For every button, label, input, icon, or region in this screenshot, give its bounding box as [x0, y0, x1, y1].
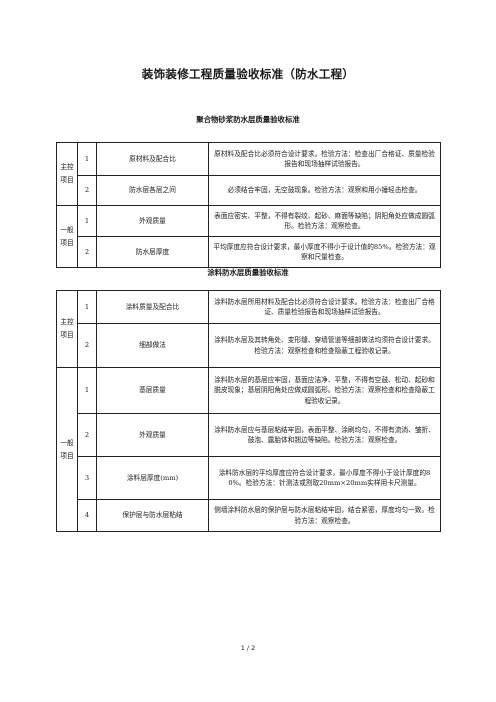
table-row: 2 外观质量 涂料防水层应与基层粘结牢固，表面平整、涂刷均匀，不得有流淌、皱折、… — [57, 413, 441, 457]
item-name: 防水层厚度 — [96, 236, 209, 268]
requirement-text: 必须结合牢固，无空鼓现象。检验方法：观察和用小锤轻击检查。 — [208, 175, 441, 206]
row-number: 1 — [77, 367, 97, 414]
item-name: 保护层与防水层粘结 — [96, 499, 209, 532]
row-number: 1 — [77, 205, 97, 237]
requirement-text: 涂料防水层的基层应牢固，基面应洁净、平整，不得有空鼓、松动、起砂和脱皮现象；基层… — [208, 367, 441, 414]
section-heading-polymer-mortar: 聚合物砂浆防水层质量验收标准 — [196, 115, 300, 124]
row-number: 1 — [77, 290, 97, 324]
requirement-text: 平均厚度应符合设计要求，最小厚度不得小于设计值的85%。检验方法：观察和尺量检查… — [208, 236, 441, 268]
requirement-text: 涂料防水层所用材料及配合比必须符合设计要求。检验方法：检查出厂合格证、质量检验报… — [208, 290, 441, 324]
row-number: 2 — [77, 323, 97, 368]
page-indicator: 1 / 2 — [240, 644, 256, 652]
item-name: 外观质量 — [96, 205, 209, 237]
table-row: 一般项目 1 外观质量 表面应密实、平整，不得有裂纹、起砂、麻面等缺陷；阴阳角处… — [56, 205, 441, 268]
table-row: 3 涂料层厚度(mm) 涂料防水层的平均厚度应符合设计要求，最小厚度不得小于设计… — [57, 456, 441, 500]
page-title: 装饰装修工程质量验收标准（防水工程） — [141, 67, 355, 81]
row-number: 2 — [77, 175, 97, 206]
table-row: 4 保护层与防水层粘结 侧墙涂料防水层的保护层与防水层粘结牢固，结合紧密，厚度均… — [57, 499, 441, 532]
table-row: 2 防水层各层之间 必须结合牢固，无空鼓现象。检验方法：观察和用小锤轻击检查。 — [57, 175, 441, 206]
table-row: 2 细部做法 涂料防水层及其转角处、变形缝、穿墙管道等细部做法均须符合设计要求。… — [57, 323, 441, 368]
item-name: 涂料质量及配合比 — [96, 290, 209, 324]
table-polymer-mortar: 主控项目 1 原材料及配合比 原材料及配合比必须符合设计要求。检验方法：检查出厂… — [56, 142, 441, 268]
category-general: 一般项目 — [56, 205, 78, 268]
row-number: 2 — [77, 413, 97, 457]
row-number: 1 — [77, 142, 97, 176]
table-coating: 主控项目 1 涂料质量及配合比 涂料防水层所用材料及配合比必须符合设计要求。检验… — [56, 290, 441, 532]
row-number: 3 — [77, 456, 97, 500]
item-name: 防水层各层之间 — [96, 175, 209, 206]
row-number: 2 — [77, 236, 97, 268]
item-name: 细部做法 — [96, 323, 209, 368]
requirement-text: 涂料防水层及其转角处、变形缝、穿墙管道等细部做法均须符合设计要求。检验方法：观察… — [208, 323, 441, 368]
requirement-text: 涂料防水层的平均厚度应符合设计要求，最小厚度不得小于设计厚度的80%。检验方法：… — [208, 456, 441, 500]
table-row: 2 防水层厚度 平均厚度应符合设计要求，最小厚度不得小于设计值的85%。检验方法… — [57, 236, 441, 268]
table-row: 一般项目 1 基层质量 涂料防水层的基层应牢固，基面应洁净、平整，不得有空鼓、松… — [56, 367, 441, 532]
requirement-text: 涂料防水层应与基层粘结牢固，表面平整、涂刷均匀，不得有流淌、皱折、鼓泡、露胎体和… — [208, 413, 441, 457]
category-main-control: 主控项目 — [56, 290, 78, 368]
table-row: 主控项目 1 原材料及配合比 原材料及配合比必须符合设计要求。检验方法：检查出厂… — [56, 142, 441, 206]
requirement-text: 侧墙涂料防水层的保护层与防水层粘结牢固，结合紧密，厚度均匀一致。检验方法：观察检… — [208, 499, 441, 532]
row-number: 4 — [77, 499, 97, 532]
section-heading-coating: 涂料防水层质量验收标准 — [207, 268, 289, 277]
item-name: 原材料及配合比 — [96, 142, 209, 176]
item-name: 涂料层厚度(mm) — [96, 456, 209, 500]
requirement-text: 原材料及配合比必须符合设计要求。检验方法：检查出厂合格证、质量检验报告和现场抽样… — [208, 142, 441, 176]
item-name: 外观质量 — [96, 413, 209, 457]
category-main-control: 主控项目 — [56, 142, 78, 206]
table-row: 主控项目 1 涂料质量及配合比 涂料防水层所用材料及配合比必须符合设计要求。检验… — [56, 290, 441, 368]
category-general: 一般项目 — [56, 367, 78, 532]
item-name: 基层质量 — [96, 367, 209, 414]
requirement-text: 表面应密实、平整，不得有裂纹、起砂、麻面等缺陷；阴阳角处应做成圆弧形。检验方法：… — [208, 205, 441, 237]
